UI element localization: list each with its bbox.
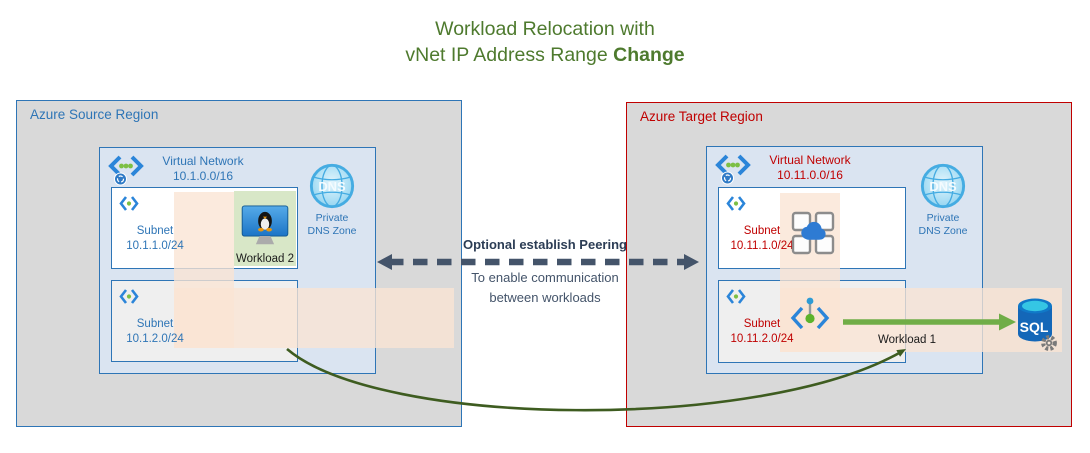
- source-dns-label: Private DNS Zone: [307, 212, 357, 237]
- title-line-2: vNet IP Address Range Change: [405, 44, 685, 66]
- vnet-title: Virtual Network: [162, 154, 244, 168]
- vnet-title: Virtual Network: [769, 153, 851, 167]
- target-region: Azure Target Region Virtual Network 10.1…: [626, 102, 1072, 427]
- sql-database-icon: SQL: [1018, 298, 1057, 351]
- virtual-network-icon: [715, 154, 751, 185]
- cloud-services-icon: [791, 211, 835, 255]
- dns-globe-icon: DNS: [920, 163, 966, 209]
- dns-globe-icon: DNS: [309, 163, 355, 209]
- source-vnet-label: Virtual Network 10.1.0.0/16: [142, 154, 264, 184]
- target-region-label: Azure Target Region: [640, 109, 763, 124]
- subnet-icon: [726, 196, 746, 211]
- source-region: Azure Source Region Virtual Network 10.1…: [16, 100, 462, 427]
- subnet-icon: [726, 289, 746, 304]
- source-region-label: Azure Source Region: [30, 107, 159, 122]
- source-subnet-2-label: Subnet 10.1.2.0/24: [126, 318, 184, 345]
- subnet-icon: [119, 289, 139, 304]
- peering-title: Optional establish Peering: [463, 237, 627, 252]
- target-vnet-label: Virtual Network 10.11.0.0/16: [749, 153, 871, 183]
- linux-vm-monitor-icon: [241, 205, 289, 245]
- peering-description: To enable communication between workload…: [471, 270, 619, 305]
- page-title: Workload Relocation with vNet IP Address…: [0, 16, 1090, 68]
- source-subnet-1-label: Subnet 10.1.1.0/24: [126, 225, 184, 252]
- title-line-1: Workload Relocation with: [435, 18, 655, 40]
- target-subnet-2-label: Subnet 10.11.2.0/24: [730, 318, 794, 345]
- vnet-cidr: 10.1.0.0/16: [172, 169, 234, 183]
- subnet-icon: [119, 196, 139, 211]
- virtual-network-icon: [108, 155, 144, 186]
- target-subnet-1: Subnet 10.11.1.0/24: [718, 187, 906, 269]
- source-highlight-band-horizontal: [174, 288, 454, 348]
- private-endpoint-icon: [790, 297, 830, 330]
- workload-2-label: Workload 2: [236, 253, 294, 265]
- dns-globe-text: DNS: [318, 179, 346, 194]
- workload-2-box: Workload 2: [234, 191, 296, 266]
- title-emphasis: Change: [613, 44, 685, 66]
- sql-icon-text: SQL: [1020, 319, 1049, 335]
- workload-1-label: Workload 1: [878, 334, 936, 346]
- target-subnet-1-label: Subnet 10.11.1.0/24: [730, 225, 794, 252]
- target-dns-label: Private DNS Zone: [918, 212, 968, 237]
- dns-globe-text: DNS: [929, 179, 957, 194]
- vnet-cidr: 10.11.0.0/16: [777, 168, 843, 182]
